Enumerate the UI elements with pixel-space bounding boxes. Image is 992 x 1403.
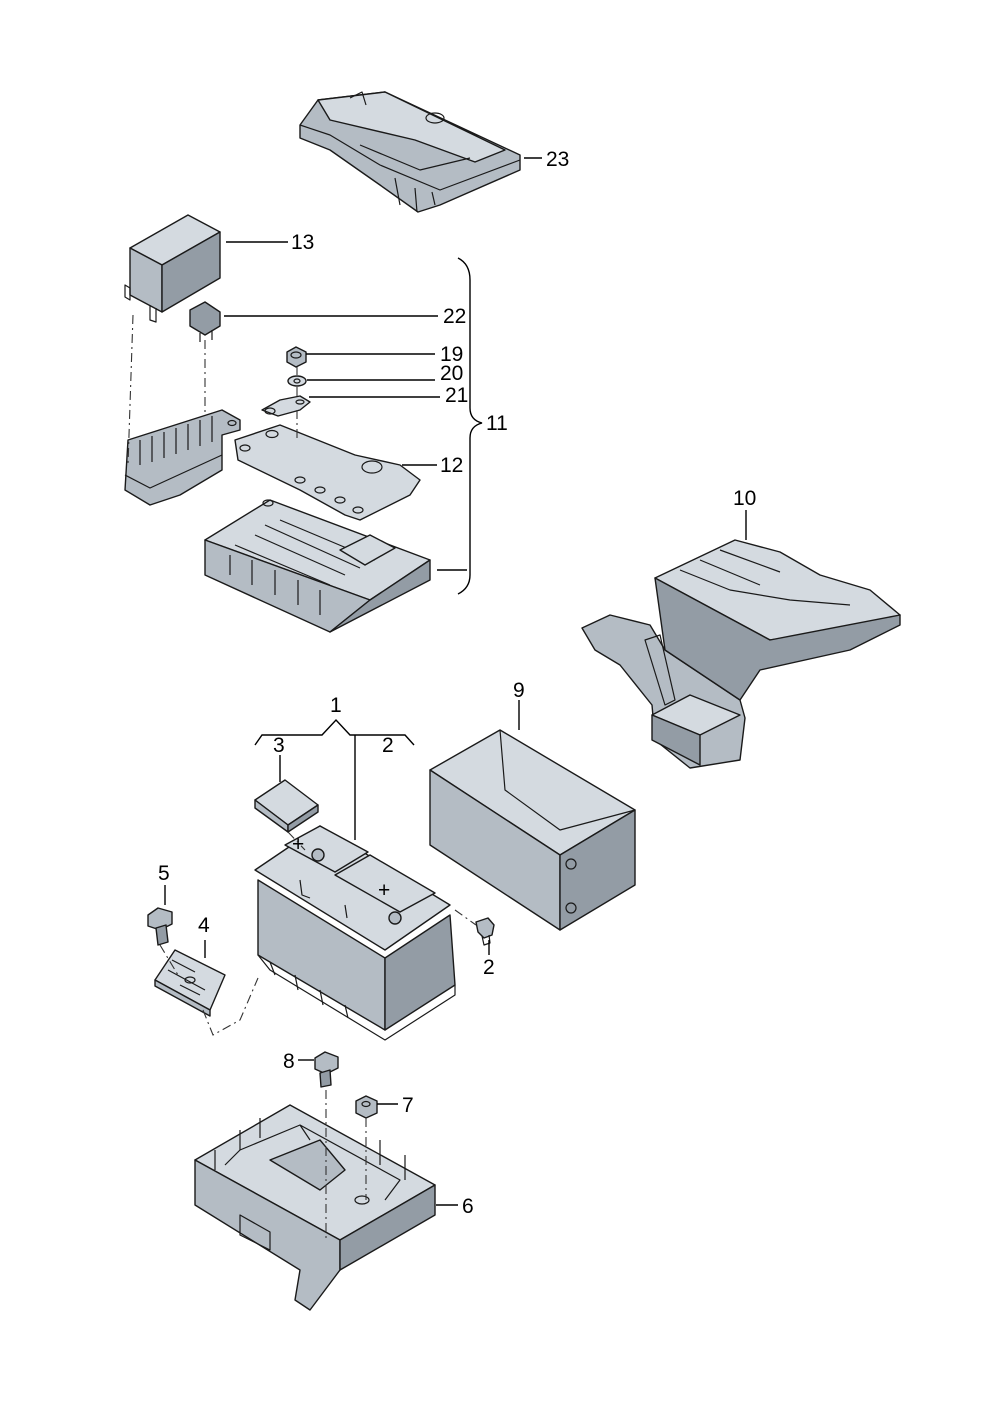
part-9-insulation-box[interactable] — [429, 729, 636, 931]
part-23-cover[interactable] — [299, 91, 521, 213]
part-7-nut[interactable] — [355, 1095, 378, 1119]
part-5-bolt[interactable] — [147, 907, 173, 946]
callout-7: 7 — [402, 1094, 414, 1117]
part-8-bolt[interactable] — [314, 1051, 339, 1088]
callout-2-bolt: 2 — [483, 956, 495, 979]
callout-1: 1 — [330, 694, 342, 717]
callout-23: 23 — [546, 148, 569, 171]
part-1-battery[interactable]: + + — [254, 825, 456, 1041]
callout-22: 22 — [443, 305, 466, 328]
part-3-terminal-cover[interactable] — [254, 779, 319, 833]
callout-20: 20 — [440, 362, 463, 385]
part-2-vent-plug[interactable] — [475, 917, 495, 946]
part-6-battery-carrier[interactable] — [194, 1104, 436, 1311]
callout-10: 10 — [733, 487, 756, 510]
callout-2-top: 2 — [382, 734, 394, 757]
part-21-tab-washer[interactable] — [261, 395, 311, 417]
callout-11: 11 — [486, 412, 508, 435]
part-19-nut[interactable] — [286, 346, 307, 368]
assembly-lines — [127, 314, 477, 1240]
part-4-clamp[interactable] — [154, 949, 226, 1017]
callout-labels: 23 13 22 19 20 21 11 12 10 9 1 3 2 5 4 2… — [158, 148, 756, 1218]
callout-4: 4 — [198, 914, 210, 937]
callout-21: 21 — [445, 384, 468, 407]
relay-carrier — [124, 409, 241, 506]
fuse-holder-tray — [204, 499, 431, 633]
callout-12: 12 — [440, 454, 463, 477]
plus-icon: + — [292, 833, 304, 856]
callout-5: 5 — [158, 862, 170, 885]
leader-lines — [164, 157, 747, 1206]
part-20-washer[interactable] — [287, 375, 307, 387]
callout-19: 19 — [440, 343, 463, 366]
plus-icon: + — [378, 879, 390, 902]
part-22-fuse[interactable] — [189, 301, 221, 342]
callout-13: 13 — [291, 231, 314, 254]
callout-6: 6 — [462, 1195, 474, 1218]
part-12-bus-bar[interactable] — [234, 424, 421, 521]
callout-8: 8 — [283, 1050, 295, 1073]
callout-9: 9 — [513, 679, 525, 702]
part-13-relay[interactable] — [124, 214, 221, 323]
part-10-tray-bracket[interactable] — [581, 539, 901, 769]
callout-3: 3 — [273, 734, 285, 757]
group-11-brace — [457, 257, 483, 595]
